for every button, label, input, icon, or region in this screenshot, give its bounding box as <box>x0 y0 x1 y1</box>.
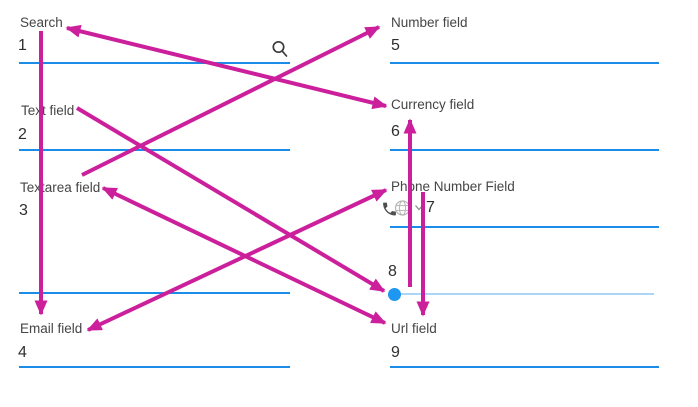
currency-field-underline <box>390 149 659 151</box>
search-icon[interactable] <box>271 39 289 60</box>
phone-globe-icon[interactable] <box>381 199 414 218</box>
textarea-field-underline <box>19 292 290 294</box>
email-field-underline <box>19 366 290 368</box>
chevron-down-icon[interactable] <box>414 204 424 212</box>
annotation-arrow <box>101 186 387 325</box>
text-field-label: Text field <box>21 103 75 118</box>
text-field-input[interactable]: 2 <box>18 126 27 143</box>
annotation-arrow <box>75 106 386 293</box>
email-field-label: Email field <box>20 321 83 336</box>
url-field-label: Url field <box>391 321 437 336</box>
slider-track[interactable] <box>395 293 654 295</box>
textarea-field-input[interactable]: 3 <box>19 202 28 219</box>
email-field-input[interactable]: 4 <box>18 344 27 361</box>
currency-field-input[interactable]: 6 <box>391 123 400 140</box>
phone-number-field-input[interactable]: 7 <box>426 199 435 216</box>
phone-number-field-label: Phone Number Field <box>391 179 515 194</box>
search-label: Search <box>20 15 63 30</box>
url-field-underline <box>390 366 659 368</box>
search-input[interactable]: 1 <box>18 37 27 54</box>
number-field-label: Number field <box>391 15 468 30</box>
currency-field-label: Currency field <box>391 97 475 112</box>
url-field-input[interactable]: 9 <box>391 344 400 361</box>
textarea-field-label: Textarea field <box>20 180 101 195</box>
number-field-underline <box>390 62 659 64</box>
search-underline <box>19 62 290 64</box>
phone-number-field-underline <box>390 226 659 228</box>
annotation-arrow <box>86 188 388 332</box>
number-field-input[interactable]: 5 <box>391 37 400 54</box>
annotation-arrow <box>81 25 381 177</box>
slider-thumb[interactable] <box>388 288 401 301</box>
text-field-underline <box>19 149 290 151</box>
annotation-arrow <box>65 24 388 110</box>
slider-field-value: 8 <box>388 263 397 280</box>
